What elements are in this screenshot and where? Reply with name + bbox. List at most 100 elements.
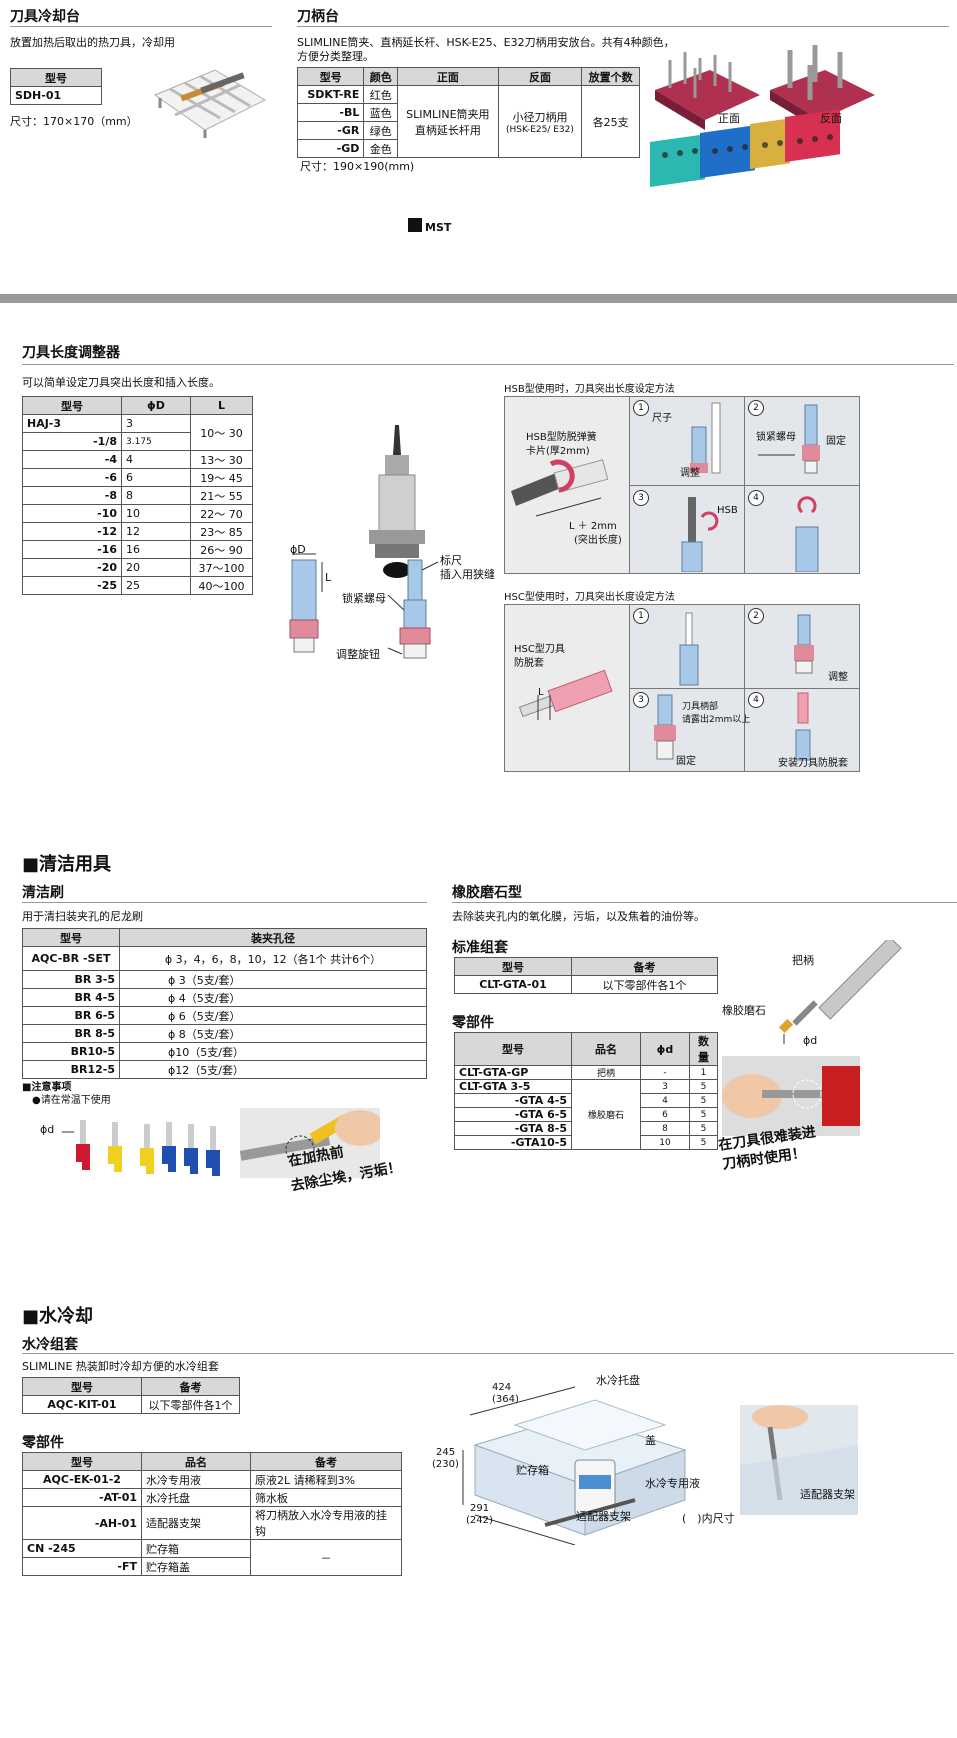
note-cell: 以下零部件各1个	[141, 1395, 240, 1414]
label-front: 正面	[718, 112, 740, 125]
divider	[22, 364, 954, 365]
col-header: 型号	[22, 1452, 142, 1471]
stone-desc: 去除装夹孔内的氧化膜，污垢，以及焦着的油份等。	[452, 910, 705, 923]
model-cell: -BL	[296, 103, 365, 122]
label-fluid: 水冷专用液	[645, 1477, 700, 1490]
dim-h-1: 245	[436, 1447, 456, 1458]
dim-d-1: 291	[470, 1503, 490, 1514]
back-line1: 小径刀柄用	[512, 110, 568, 124]
d-cell: 8	[121, 486, 191, 505]
model-cell: BR 8-5	[22, 1024, 120, 1043]
label-back: 反面	[820, 112, 842, 125]
stone-tool-image	[778, 940, 902, 1044]
step-number: 4	[748, 490, 764, 506]
note-cell: －	[250, 1539, 402, 1576]
col-header: 装夹孔径	[119, 928, 427, 947]
water-parts-title: 零部件	[22, 1435, 64, 1451]
holder-desc-1: SLIMLINE筒夹、直柄延长杆、HSK-E25、E32刀柄用安放台。共有4种颜…	[297, 36, 675, 49]
col-header: 型号	[22, 1377, 142, 1396]
diag-l: L	[325, 571, 332, 584]
brush-phi-d: ϕd	[40, 1123, 55, 1136]
hsc-l: L	[538, 687, 544, 698]
col-header: L	[190, 396, 253, 415]
model-cell: -FT	[22, 1557, 142, 1576]
hsc-fix: 固定	[676, 756, 696, 767]
model-cell: -10	[22, 504, 122, 523]
step-number: 1	[633, 608, 649, 624]
step-number: 1	[633, 400, 649, 416]
label-adapter: 适配器支架	[800, 1488, 855, 1501]
l-cell: 26～ 90	[190, 540, 253, 559]
water-usage-photo	[740, 1405, 858, 1515]
label-slot: 插入用狭缝	[440, 568, 495, 581]
step-number: 4	[748, 692, 764, 708]
name-cell: 贮存箱盖	[141, 1557, 251, 1576]
model-cell: BR 6-5	[22, 1006, 120, 1025]
dia-cell: ϕ 6（5支/套）	[119, 1006, 427, 1025]
hsc-expose-2: 请露出2mm以上	[682, 715, 751, 725]
l-cell: 21～ 55	[190, 486, 253, 505]
model-cell: -GR	[296, 121, 365, 140]
dia-cell: ϕ12（5支/套）	[119, 1060, 427, 1079]
brush-title: 清洁刷	[22, 885, 64, 901]
col-header: 型号	[454, 1032, 572, 1066]
d-cell: 10	[640, 1135, 690, 1150]
cooling-table: 型号 SDH-01	[10, 68, 102, 105]
hsc-title: HSC型使用时，刀具突出长度设定方法	[504, 592, 675, 603]
cleaning-photo	[240, 1108, 380, 1178]
holder-stand-title: 刀柄台	[297, 9, 339, 25]
name-cell: 橡胶磨石	[571, 1079, 641, 1150]
back-line2: (HSK-E25/ E32)	[506, 124, 574, 135]
d-cell: 3	[121, 414, 191, 433]
divider	[22, 902, 427, 903]
model-cell: AQC-BR -SET	[22, 946, 120, 971]
note-cell: 原液2L 请稀释到3%	[250, 1470, 402, 1489]
d-cell: 6	[640, 1107, 690, 1122]
hsb-len-1: L ＋ 2mm	[569, 521, 617, 532]
note-cell: 将刀柄放入水冷专用液的挂钩	[250, 1506, 402, 1540]
model-cell: -16	[22, 540, 122, 559]
hsb-spring-2: 卡片(厚2mm)	[526, 446, 590, 457]
d-cell: 6	[121, 468, 191, 487]
stone-usage-photo	[722, 1056, 860, 1136]
l-cell: 10～ 30	[190, 414, 253, 451]
model-cell: BR 4-5	[22, 988, 120, 1007]
label-handle: 把柄	[792, 954, 814, 967]
color-cell: 金色	[363, 139, 399, 158]
qty-cell: 5	[689, 1107, 718, 1122]
d-cell: 3.175	[121, 432, 191, 451]
adjuster-title: 刀具长度调整器	[22, 345, 120, 361]
qty-cell: 1	[689, 1065, 718, 1080]
col-header: 型号	[454, 957, 572, 976]
stone-title: 橡胶磨石型	[452, 885, 522, 901]
model-cell: -GTA10-5	[454, 1135, 572, 1150]
parts-title: 零部件	[452, 1015, 494, 1031]
hsb-spring-1: HSB型防脱弹簧	[526, 432, 597, 443]
model-cell: -6	[22, 468, 122, 487]
label-stone: 橡胶磨石	[722, 1004, 766, 1017]
label-stand: 适配器支架	[576, 1510, 631, 1523]
adjuster-diagram	[289, 553, 439, 659]
name-cell: 水冷专用液	[141, 1470, 251, 1489]
cooling-stand-image	[153, 69, 267, 138]
hsb-fix: 固定	[826, 436, 846, 447]
l-cell: 37～100	[190, 558, 253, 577]
label-box: 贮存箱	[516, 1464, 549, 1477]
cooling-size: 尺寸：170×170（mm）	[10, 115, 138, 128]
col-header: 正面	[397, 67, 499, 86]
dim-h-2: (230)	[432, 1459, 459, 1470]
label-nut: 锁紧螺母	[342, 592, 386, 605]
model-cell: -12	[22, 522, 122, 541]
col-header: 型号	[10, 68, 102, 87]
label-inner: ( )内尺寸	[682, 1512, 735, 1525]
hsb-adjust: 调整	[680, 468, 700, 479]
model-cell: CLT-GTA-GP	[454, 1065, 572, 1080]
model-cell: CN -245	[22, 1539, 142, 1558]
label-phid: ϕd	[803, 1034, 818, 1047]
model-cell: HAJ-3	[22, 414, 122, 433]
dia-cell: ϕ 4（5支/套）	[119, 988, 427, 1007]
color-cell: 蓝色	[363, 103, 399, 122]
